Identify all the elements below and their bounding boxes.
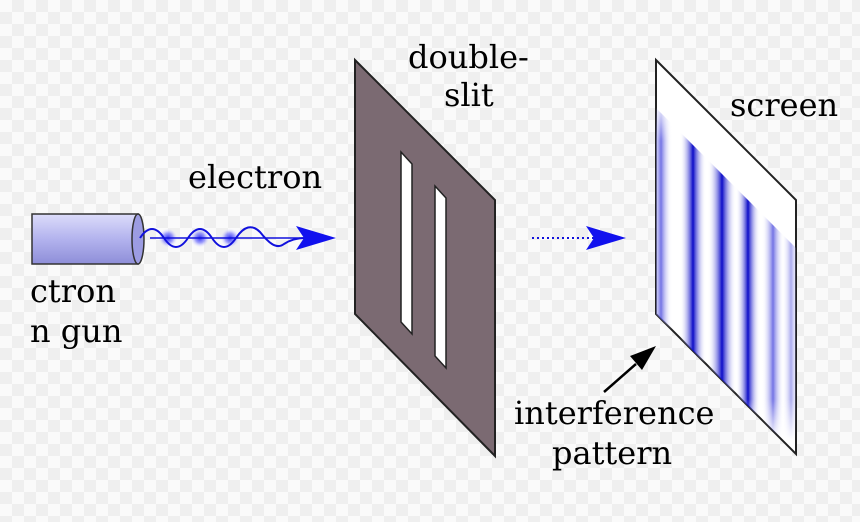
double-slit-label-2: slit: [444, 76, 494, 114]
propagation-arrow-icon: [532, 226, 626, 250]
electron-gun: [31, 213, 145, 265]
slit-2: [434, 184, 447, 370]
double-slit-label: double-: [408, 38, 529, 76]
interference-pattern-label-2: pattern: [552, 434, 672, 472]
interference-pattern-label-1: interference: [514, 394, 714, 432]
electron-wave-icon: [139, 226, 336, 250]
arrow-icon: [296, 226, 336, 250]
detection-screen: [655, 57, 797, 457]
electron-gun-label-1: ctron: [30, 272, 116, 310]
electron-label: electron: [188, 158, 322, 196]
double-slit-plate: [354, 57, 496, 459]
electron-gun-label-2: n gun: [30, 312, 122, 350]
slit-1: [400, 150, 413, 336]
screen-label: screen: [730, 86, 838, 124]
pattern-pointer-arrow-icon: [603, 346, 656, 393]
